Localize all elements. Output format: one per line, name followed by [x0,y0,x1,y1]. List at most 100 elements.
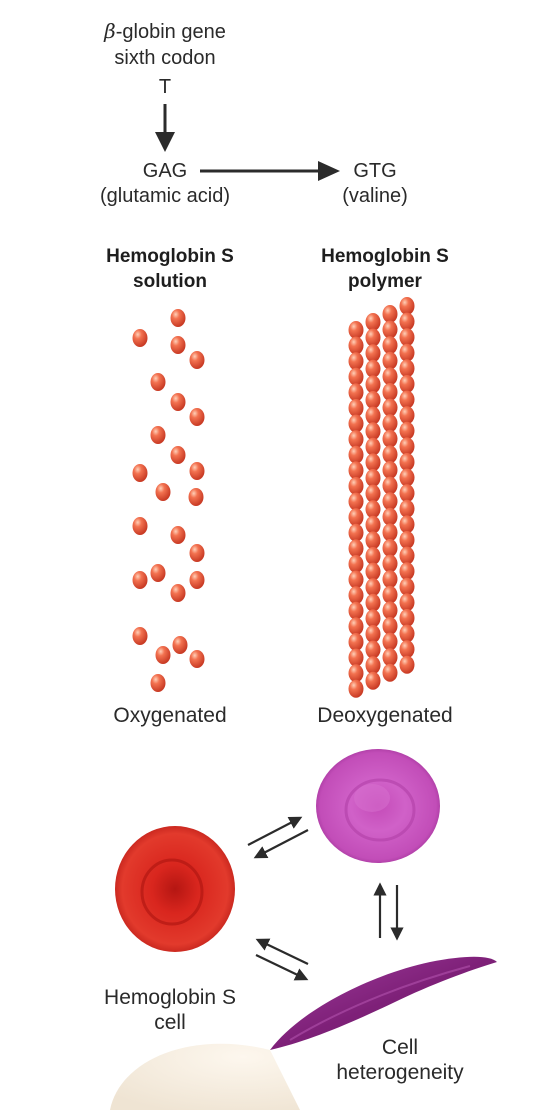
polymer-molecule [400,453,415,471]
equilibrium-arrows-pink-sickle [380,885,397,938]
polymer-molecule [383,305,398,323]
deoxygenated-label: Deoxygenated [285,704,485,728]
solution-molecule [190,571,205,589]
polymer-molecule [400,500,415,518]
solution-molecule [151,564,166,582]
cell-label-line2: cell [70,1011,270,1035]
polymer-molecule [400,531,415,549]
polymer-molecule [383,461,398,479]
polymer-molecule [366,469,381,487]
mutation-arrow-down [155,104,175,152]
polymer-molecule [400,547,415,565]
polymer-molecule [383,508,398,526]
solution-molecule [151,426,166,444]
gene-title-line1: β-globin gene [65,20,265,43]
solution-molecule [171,393,186,411]
polymer-molecule [400,515,415,533]
polymer-molecule [383,601,398,619]
solution-molecule [133,517,148,535]
polymer-molecule [383,445,398,463]
polymer-molecule [400,391,415,409]
polymer-molecule [400,656,415,674]
solution-molecule [171,526,186,544]
polymer-molecule [366,438,381,456]
hemoglobin-s-cell [115,826,235,952]
polymer-molecule [366,407,381,425]
solution-molecule [190,462,205,480]
polymer-molecule [366,672,381,690]
oxygenated-label: Oxygenated [70,704,270,728]
polymer-molecule [366,313,381,331]
polymer-molecule [383,352,398,370]
polymer-molecule [400,484,415,502]
solution-molecule [133,329,148,347]
polymer-molecule [349,399,364,417]
heterogeneity-label-line1: Cell [300,1036,500,1060]
background-curve [110,1044,300,1110]
polymer-molecule [366,531,381,549]
solution-molecule [151,373,166,391]
polymer-molecule [349,383,364,401]
polymer-molecule [383,367,398,385]
polymer-molecule [366,656,381,674]
heterogeneity-label-line2: heterogeneity [300,1061,500,1085]
to-codon: GTG [340,160,410,182]
polymer-molecule [366,500,381,518]
polymer-molecule [383,336,398,354]
codon-base: T [145,76,185,98]
polymer-molecule [400,406,415,424]
polymer-molecule [383,399,398,417]
polymer-molecule [366,329,381,347]
polymer-molecule [400,375,415,393]
polymer-molecule [383,539,398,557]
solution-molecule [133,571,148,589]
polymer-molecule [400,422,415,440]
solution-molecule [151,674,166,692]
polymer-molecule [366,547,381,565]
polymer-molecule [383,633,398,651]
polymer-molecule [349,337,364,355]
beta-symbol: β [104,19,116,43]
polymer-molecule [383,570,398,588]
polymer-molecule [349,664,364,682]
polymer-molecule [366,360,381,378]
deoxygenated-cell [316,749,440,863]
polymer-molecule [349,539,364,557]
polymer-molecule [383,477,398,495]
polymer-molecule [383,321,398,339]
polymer-molecule [400,578,415,596]
solution-molecule [156,483,171,501]
polymer-molecule [400,313,415,331]
polymer-molecule [366,375,381,393]
to-amino-acid: (valine) [320,185,430,207]
solution-molecule [133,464,148,482]
polymer-molecule [349,321,364,339]
polymer-molecule [383,586,398,604]
polymer-fiber [349,297,415,698]
solution-molecules [133,309,205,692]
polymer-molecule [349,586,364,604]
solution-molecule [190,351,205,369]
polymer-molecule [349,430,364,448]
polymer-molecule [366,391,381,409]
polymer-molecule [349,477,364,495]
gene-title-line2: sixth codon [65,47,265,69]
polymer-molecule [349,555,364,573]
polymer-molecule [349,461,364,479]
polymer-molecule [349,680,364,698]
solution-molecule [156,646,171,664]
polymer-molecule [349,493,364,511]
polymer-molecule [366,625,381,643]
polymer-molecule [349,633,364,651]
solution-molecule [190,544,205,562]
polymer-molecule [383,648,398,666]
cell-label-line1: Hemoglobin S [70,986,270,1010]
polymer-molecule [366,609,381,627]
polymer-molecule [366,422,381,440]
polymer-molecule [400,437,415,455]
polymer-molecule [366,516,381,534]
polymer-molecule [349,415,364,433]
solution-molecule [173,636,188,654]
polymer-title-line2: polymer [285,271,485,293]
